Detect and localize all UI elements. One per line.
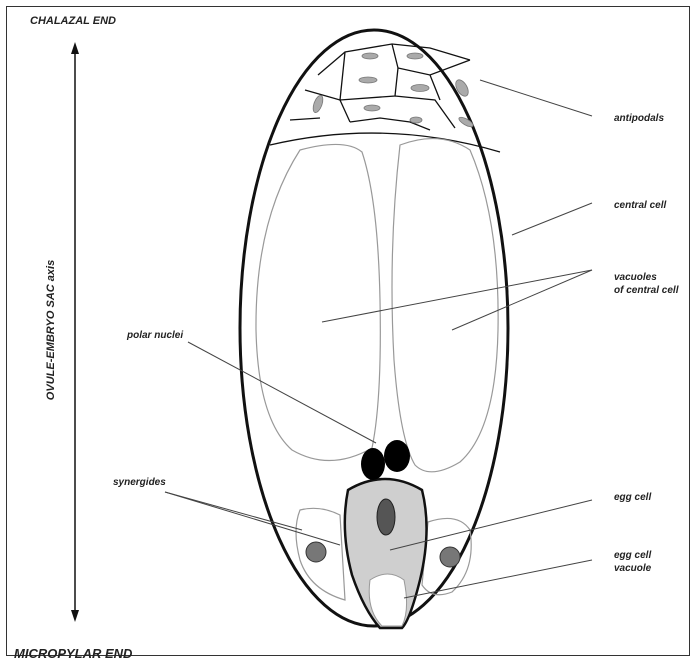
antipodals-label: antipodals	[614, 113, 664, 124]
vacuoles-label-line1: vacuoles	[614, 272, 657, 283]
egg-cell-vacuole-label-line2: vacuole	[614, 563, 652, 574]
synergides-label: synergides	[113, 477, 166, 488]
right-synergid-nucleus	[440, 547, 460, 567]
central-cell-label: central cell	[614, 200, 666, 211]
polar-nucleus-left	[361, 448, 385, 480]
chalazal-end-label: CHALAZAL END	[30, 15, 116, 27]
axis-label: OVULE-EMBRYO SAC axis	[45, 260, 57, 400]
axis-arrow	[71, 42, 79, 622]
polar-nuclei-label: polar nuclei	[126, 330, 183, 341]
polar-nucleus-right	[384, 440, 410, 472]
egg-cell-label: egg cell	[614, 492, 651, 503]
left-synergid-nucleus	[306, 542, 326, 562]
vacuoles-label-line2: of central cell	[614, 285, 679, 296]
egg-nucleus	[377, 499, 395, 535]
egg-cell-vacuole-label-line1: egg cell	[614, 550, 651, 561]
micropylar-end-label: MICROPYLAR END	[14, 646, 133, 661]
